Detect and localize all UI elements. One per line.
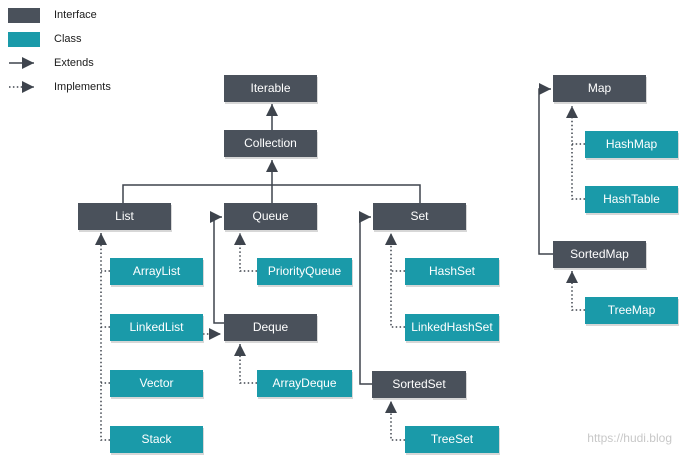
node-list: List (78, 203, 171, 230)
node-hashtable: HashTable (585, 186, 678, 213)
edge-arraydeque-implements-deque (234, 344, 257, 384)
interface-swatch (8, 7, 40, 23)
edge-deque-extends-queue (210, 211, 224, 324)
node-priorityqueue: PriorityQueue (257, 258, 352, 285)
node-map: Map (553, 75, 646, 102)
legend-label: Interface (54, 9, 97, 21)
node-treemap: TreeMap (585, 297, 678, 324)
edge-treemap-implements-sortedmap (566, 271, 585, 311)
node-arraylist: ArrayList (110, 258, 203, 285)
node-sortedmap: SortedMap (553, 241, 646, 268)
legend-row-extends: Extends (8, 51, 111, 75)
node-hashset: HashSet (405, 258, 499, 285)
node-arraydeque: ArrayDeque (257, 370, 352, 397)
legend-label: Extends (54, 57, 94, 69)
edge-list-implementors (95, 233, 110, 441)
solid-arrow-icon (9, 57, 34, 69)
class-swatch (8, 31, 40, 47)
legend: Interface Class Extends Implements (8, 3, 111, 99)
dotted-arrow-icon (9, 81, 34, 93)
legend-row-implements: Implements (8, 75, 111, 99)
legend-label: Class (54, 33, 82, 45)
legend-label: Implements (54, 81, 111, 93)
edge-branch-list-queue-set (122, 184, 421, 203)
node-linkedhashset: LinkedHashSet (405, 314, 499, 341)
edge-list-implementor-stubs (101, 270, 110, 384)
legend-row-interface: Interface (8, 3, 111, 27)
legend-row-class: Class (8, 27, 111, 51)
node-linkedlist: LinkedList (110, 314, 203, 341)
watermark-url: https://hudi.blog (587, 431, 672, 445)
node-queue: Queue (224, 203, 317, 230)
node-iterable: Iterable (224, 75, 317, 102)
edge-map-implementors (566, 106, 585, 200)
edge-set-implementors (385, 233, 405, 328)
edge-sortedmap-extends-map (538, 83, 553, 255)
edge-sortedset-extends-set (359, 211, 372, 385)
node-hashmap: HashMap (585, 131, 678, 158)
node-collection: Collection (224, 130, 317, 157)
node-treeset: TreeSet (405, 426, 499, 453)
node-deque: Deque (224, 314, 317, 341)
node-set: Set (373, 203, 466, 230)
node-sortedset: SortedSet (372, 371, 466, 398)
node-stack: Stack (110, 426, 203, 453)
edge-treeset-implements-sortedset (385, 401, 405, 441)
edge-priorityqueue-implements-queue (234, 233, 257, 272)
node-vector: Vector (110, 370, 203, 397)
